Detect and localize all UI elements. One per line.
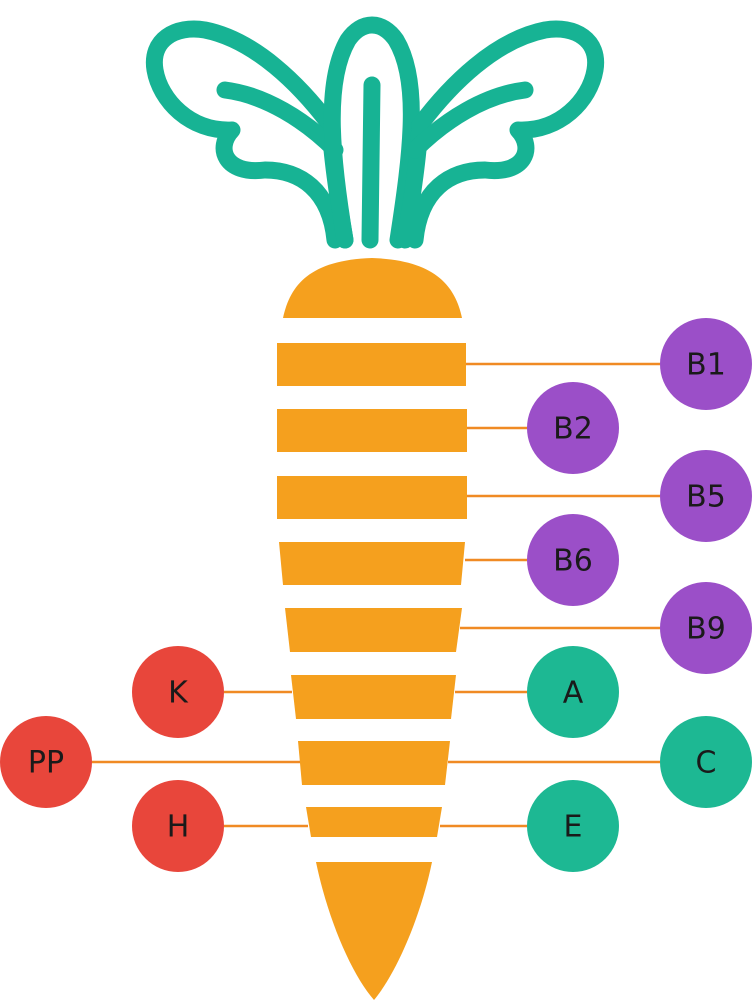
vitamin-badge-pp: PP — [0, 716, 92, 808]
vitamin-badge-h: H — [132, 780, 224, 872]
vitamin-circle-e — [527, 780, 619, 872]
carrot-stripe-2 — [277, 409, 467, 452]
vitamin-label-b5: B5 — [686, 480, 726, 515]
carrot-stripe-4 — [279, 542, 465, 585]
vitamin-circle-c — [660, 716, 752, 808]
vitamin-label-b2: B2 — [553, 412, 593, 447]
leaf-right-inner — [406, 81, 534, 159]
leaf-right — [396, 20, 605, 249]
vitamin-label-k: K — [168, 676, 189, 711]
vitamin-badge-e: E — [527, 780, 619, 872]
carrot-tip — [316, 862, 432, 1000]
vitamin-label-h: H — [167, 810, 190, 845]
vitamin-circle-a — [527, 646, 619, 738]
carrot-stripe-8 — [306, 807, 442, 837]
vitamin-badge-a: A — [527, 646, 619, 738]
connector-lines — [92, 362, 660, 828]
vitamin-label-b1: B1 — [686, 348, 726, 383]
vitamin-badge-b1: B1 — [660, 318, 752, 410]
vitamin-badge-c: C — [660, 716, 752, 808]
carrot-body — [277, 258, 467, 1000]
vitamin-circle-pp — [0, 716, 92, 808]
vitamin-label-e: E — [564, 810, 583, 845]
carrot-stripe-7 — [298, 741, 450, 785]
leaf-center-loop — [323, 16, 420, 249]
vitamin-badge-b5: B5 — [660, 450, 752, 542]
vitamin-circle-k — [132, 646, 224, 738]
vitamin-label-b6: B6 — [553, 544, 593, 579]
carrot-stripe-1 — [277, 343, 466, 386]
vitamin-circle-b9 — [660, 582, 752, 674]
vitamin-badge-k: K — [132, 646, 224, 738]
carrot-stripe-3 — [277, 476, 467, 519]
vitamin-label-pp: PP — [28, 746, 64, 781]
carrot-top-cap — [283, 258, 462, 318]
carrot-stripe-6 — [291, 675, 456, 719]
vitamin-badge-b6: B6 — [527, 514, 619, 606]
vitamin-label-a: A — [563, 676, 584, 711]
vitamin-badge-b2: B2 — [527, 382, 619, 474]
vitamin-badge-b9: B9 — [660, 582, 752, 674]
vitamin-circle-b5 — [660, 450, 752, 542]
vitamin-label-b9: B9 — [686, 612, 726, 647]
carrot-greens-icon — [145, 16, 605, 249]
vitamin-label-c: C — [696, 746, 717, 781]
vitamin-circle-h — [132, 780, 224, 872]
carrot-stripe-5 — [285, 608, 462, 652]
vitamin-circle-b2 — [527, 382, 619, 474]
leaf-center — [361, 76, 381, 249]
vitamin-circle-b6 — [527, 514, 619, 606]
vitamin-circle-b1 — [660, 318, 752, 410]
